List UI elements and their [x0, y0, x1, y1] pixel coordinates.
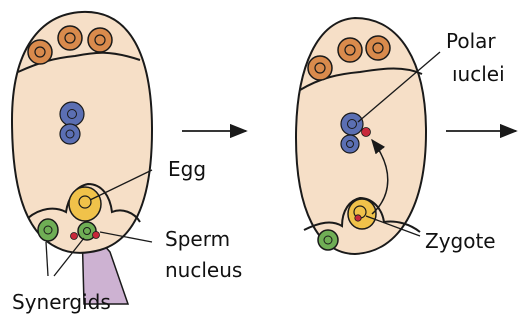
label-sperm-line1: Sperm	[165, 227, 230, 251]
sperm-nucleus-fused	[362, 128, 371, 137]
label-egg: Egg	[168, 157, 206, 181]
label-zygote: Zygote	[425, 229, 496, 253]
zygote-cell	[348, 199, 376, 229]
label-synergids: Synergids	[12, 290, 111, 314]
embryo-sac-before	[12, 12, 152, 304]
label-sperm-line2: nucleus	[165, 258, 242, 282]
label-polar-line1: Polar	[446, 29, 496, 53]
egg-cell	[69, 187, 101, 221]
synergid-cell-2	[318, 230, 338, 250]
label-polar-line2: ıuclei	[452, 62, 505, 86]
synergid-leader-line-1	[46, 242, 48, 276]
embryo-sac-after	[296, 18, 440, 254]
